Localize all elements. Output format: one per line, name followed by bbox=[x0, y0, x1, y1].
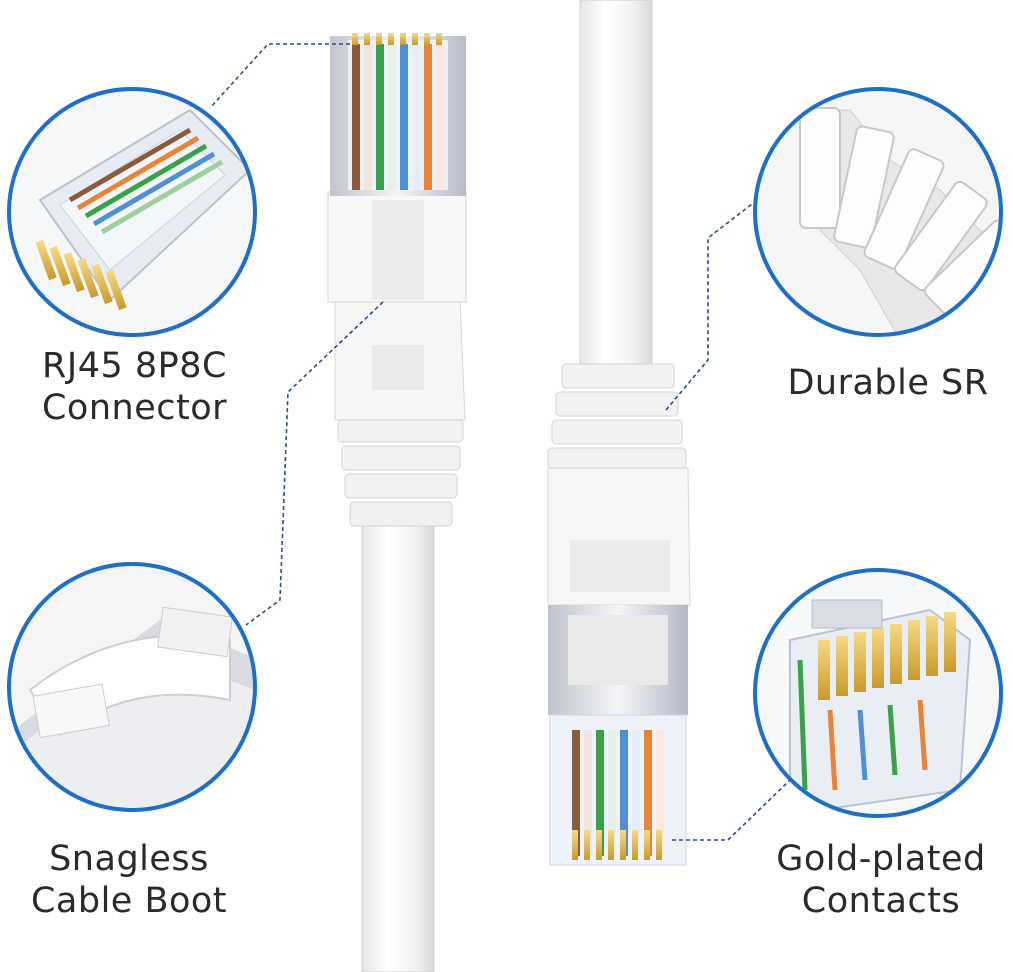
rj45-label-line1: RJ45 8P8C bbox=[42, 346, 227, 386]
durable-sr-label: Durable SR bbox=[778, 362, 998, 404]
rj45-connector-label: RJ45 8P8C Connector bbox=[22, 345, 247, 429]
snagless-boot-label: Snagless Cable Boot bbox=[18, 838, 240, 922]
snagless-label-line2: Cable Boot bbox=[30, 881, 228, 921]
right-cable-assembly bbox=[547, 0, 691, 866]
gold-contacts-label: Gold-plated Contacts bbox=[770, 838, 992, 922]
snagless-boot-closeup-icon bbox=[7, 562, 257, 812]
snagless-label-line1: Snagless bbox=[49, 839, 209, 879]
leader-lines bbox=[209, 43, 791, 841]
leader-line-rj45 bbox=[209, 43, 350, 109]
rj45-connector-closeup-icon bbox=[7, 87, 257, 337]
left-cable-assembly bbox=[327, 33, 467, 972]
gold-label-line1: Gold-plated bbox=[776, 839, 986, 879]
leader-line-durable bbox=[665, 203, 753, 411]
leader-line-gold bbox=[672, 779, 791, 841]
strain-relief-closeup-icon bbox=[753, 87, 1003, 337]
leader-line-snagless bbox=[245, 301, 384, 626]
durable-label-line1: Durable SR bbox=[787, 363, 989, 403]
rj45-label-line2: Connector bbox=[41, 388, 228, 428]
gold-label-line2: Contacts bbox=[801, 881, 961, 921]
gold-contacts-closeup-icon bbox=[753, 568, 1003, 818]
